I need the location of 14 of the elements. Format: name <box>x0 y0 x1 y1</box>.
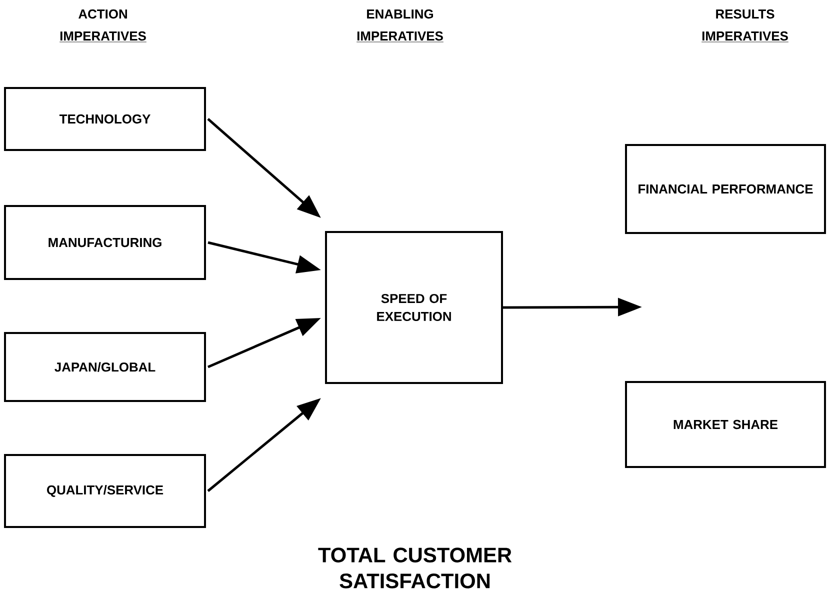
process-box: MARKET SHARE <box>625 381 826 468</box>
process-box: JAPAN/GLOBAL <box>4 332 206 402</box>
column-heading: ENABLING <box>367 9 433 19</box>
process-box: MANUFACTURING <box>4 205 206 280</box>
column-heading: IMPERATIVES <box>59 31 147 42</box>
column-heading: IMPERATIVES <box>356 31 444 42</box>
column-heading: IMPERATIVES <box>701 31 789 42</box>
column-heading: RESULTS <box>716 9 774 19</box>
process-box: QUALITY/SERVICE <box>4 454 206 528</box>
process-box: TECHNOLOGY <box>4 87 206 151</box>
title: TOTAL CUSTOMER SATISFACTION <box>318 548 512 588</box>
process-box: FINANCIAL PERFORMANCE <box>625 144 826 234</box>
column-heading: ACTION <box>78 9 127 19</box>
process-box: SPEED OF EXECUTION <box>325 231 503 384</box>
